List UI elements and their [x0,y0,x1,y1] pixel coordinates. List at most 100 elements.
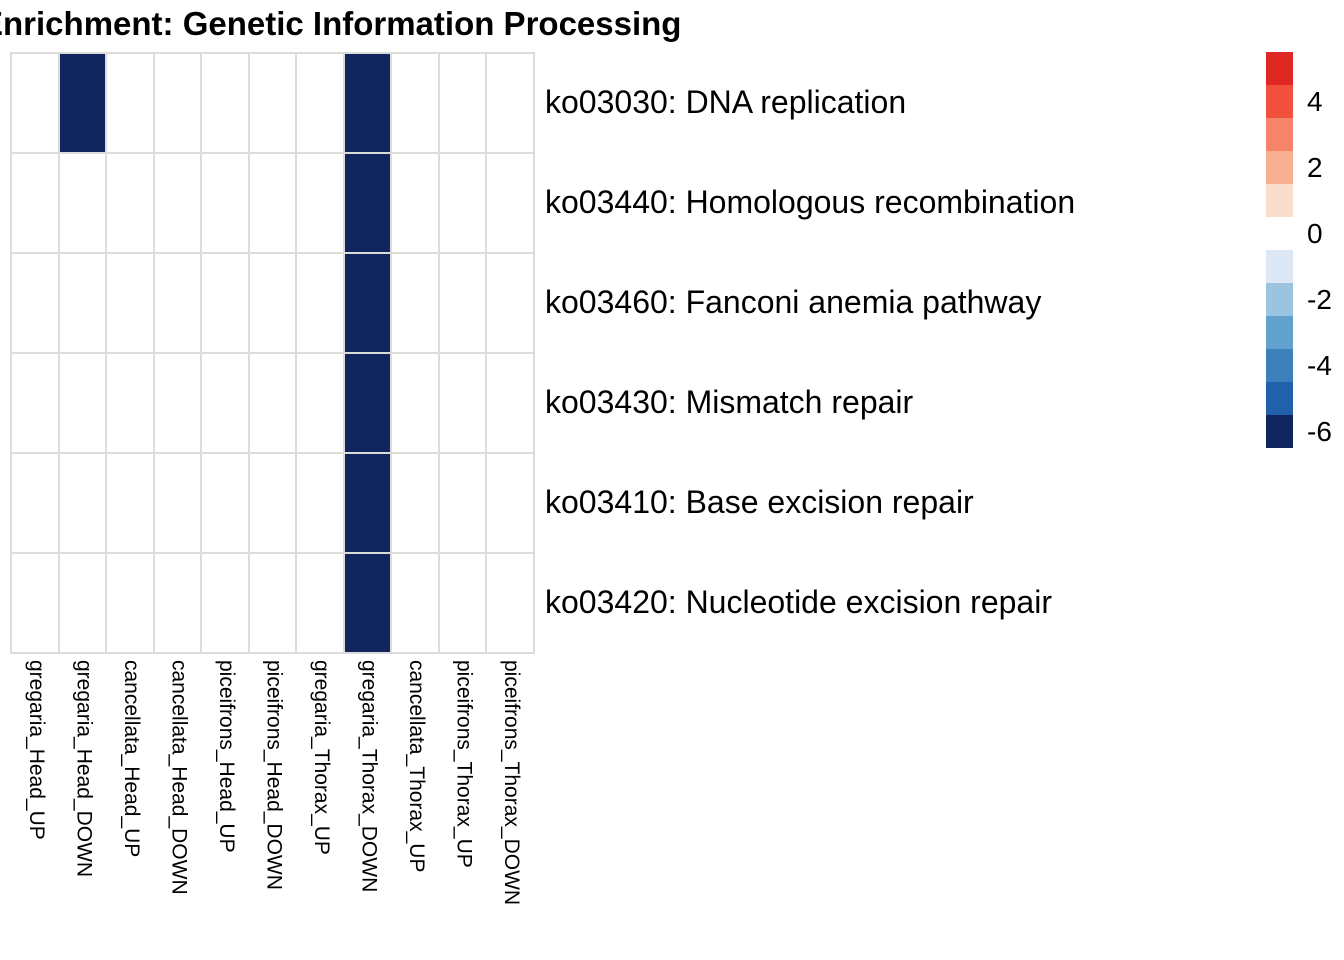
heatmap-cell [249,554,295,652]
row-label: ko03410: Base excision repair [545,483,974,520]
heatmap-cell [439,54,485,152]
heatmap-cell [59,254,105,352]
heatmap-grid [10,52,535,654]
heatmap-cell [59,454,105,552]
heatmap-cell [202,254,248,352]
chart-title-container: Enrichment: Genetic Information Processi… [0,2,780,48]
heatmap-cell [344,454,390,552]
column-label: gregaria_Thorax_UP [309,660,333,855]
column-label: gregaria_Thorax_DOWN [357,660,381,893]
heatmap-cell [297,254,343,352]
heatmap-cell [392,154,438,252]
heatmap-cell [297,354,343,452]
heatmap-cell [297,154,343,252]
heatmap-cell [154,354,200,452]
heatmap-cell [249,154,295,252]
heatmap-cell [202,554,248,652]
heatmap-cell [202,54,248,152]
colorbar-tick-label: 2 [1307,151,1323,183]
colorbar-tick-label: 0 [1307,217,1323,249]
heatmap-cell [392,254,438,352]
colorbar-segment [1266,349,1293,382]
colorbar-tick-label: 4 [1307,85,1323,117]
row-label: ko03420: Nucleotide excision repair [545,583,1052,620]
heatmap-cell [297,454,343,552]
heatmap-cell [249,354,295,452]
heatmap-cell [344,154,390,252]
colorbar-segment [1266,283,1293,316]
colorbar-segment [1266,118,1293,151]
heatmap-cell [297,554,343,652]
heatmap-cell [392,554,438,652]
colorbar-tick-label: -4 [1307,349,1332,381]
heatmap-cell [12,54,58,152]
column-label: piceifrons_Head_UP [214,660,238,853]
column-label: piceifrons_Thorax_DOWN [499,660,523,906]
heatmap-cell [392,454,438,552]
heatmap-cell [439,354,485,452]
colorbar-segment [1266,250,1293,283]
heatmap-cell [59,54,105,152]
heatmap-cell [12,254,58,352]
column-label: piceifrons_Head_DOWN [262,660,286,890]
heatmap-cell [439,254,485,352]
heatmap-cell [107,54,153,152]
heatmap-cell [12,154,58,252]
heatmap-cell [344,554,390,652]
colorbar-segment [1266,217,1293,250]
heatmap-cell [154,454,200,552]
heatmap-cell [439,154,485,252]
heatmap-cell [154,54,200,152]
heatmap-cell [154,154,200,252]
heatmap-cell [12,454,58,552]
column-label: gregaria_Head_DOWN [72,660,96,878]
heatmap-cell [202,154,248,252]
heatmap-cell [154,254,200,352]
heatmap-cell [487,154,533,252]
heatmap-cell [154,554,200,652]
heatmap-cell [59,154,105,252]
column-label: gregaria_Head_UP [24,660,48,840]
heatmap-cell [107,254,153,352]
colorbar-segment [1266,151,1293,184]
heatmap-cell [59,354,105,452]
chart-title: Enrichment: Genetic Information Processi… [0,5,682,42]
heatmap-cell [12,554,58,652]
heatmap-cell [107,354,153,452]
heatmap-cell [249,54,295,152]
colorbar-tick-label: -6 [1307,415,1332,447]
heatmap-cell [344,354,390,452]
row-label: ko03430: Mismatch repair [545,383,914,420]
column-label: cancellata_Head_DOWN [167,660,191,895]
heatmap-cell [12,354,58,452]
heatmap-cell [107,454,153,552]
heatmap-cell [439,554,485,652]
heatmap-cell [249,454,295,552]
heatmap-cell [59,554,105,652]
heatmap-cell [107,154,153,252]
colorbar [1266,52,1293,448]
colorbar-segment [1266,85,1293,118]
colorbar-segment [1266,184,1293,217]
heatmap-cell [249,254,295,352]
heatmap-cell [392,54,438,152]
colorbar-segment [1266,52,1293,85]
heatmap-cell [487,554,533,652]
heatmap-cell [202,454,248,552]
row-label: ko03440: Homologous recombination [545,183,1076,220]
column-label: piceifrons_Thorax_UP [452,660,476,868]
colorbar-tick-label: -2 [1307,283,1332,315]
heatmap-cell [487,454,533,552]
column-label: cancellata_Thorax_UP [404,660,428,873]
heatmap-cell [344,254,390,352]
heatmap-cell [202,354,248,452]
colorbar-segment [1266,415,1293,448]
heatmap-cell [487,354,533,452]
row-label: ko03030: DNA replication [545,83,907,120]
heatmap-cell [392,354,438,452]
colorbar-segment [1266,316,1293,349]
colorbar-segment [1266,382,1293,415]
row-label: ko03460: Fanconi anemia pathway [545,283,1042,320]
heatmap-cell [107,554,153,652]
